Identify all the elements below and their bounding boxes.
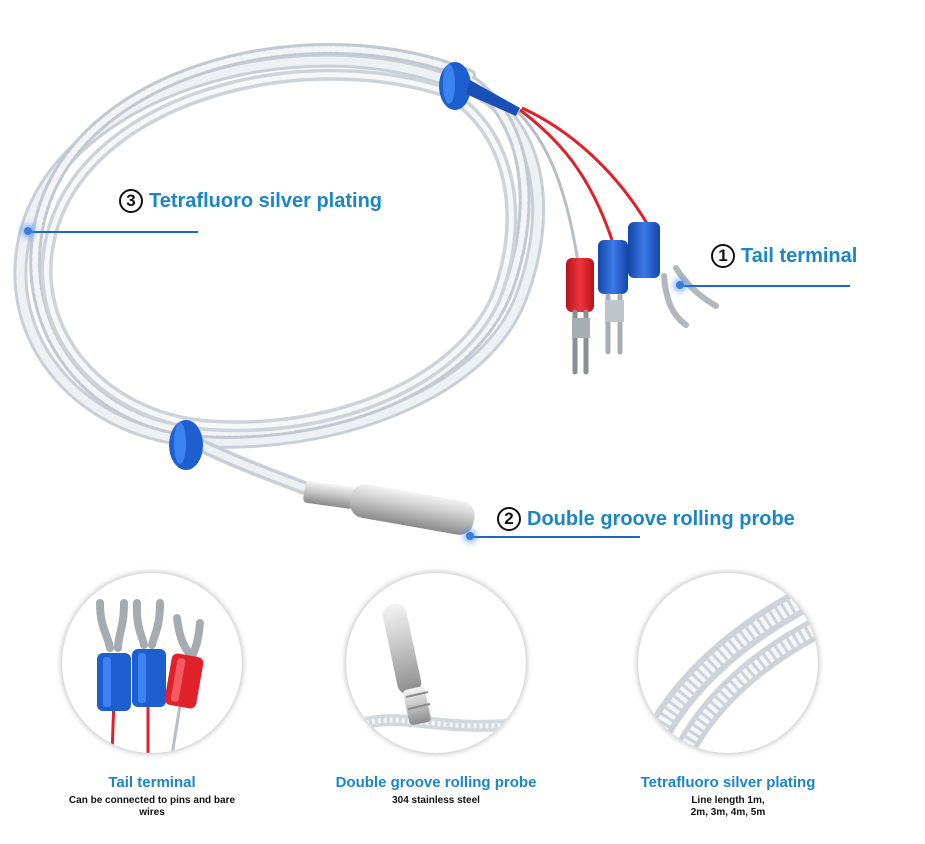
leader-line-2 xyxy=(470,536,640,538)
callout-label-1: Tail terminal xyxy=(741,244,858,267)
callout-tail-terminal: 1 Tail terminal xyxy=(711,244,857,268)
leader-line-3 xyxy=(28,231,198,233)
callout-probe: 2 Double groove rolling probe xyxy=(497,507,795,531)
leader-dot-2 xyxy=(466,532,474,540)
callout-label-2: Double groove rolling probe xyxy=(527,507,795,530)
callout-number-1: 1 xyxy=(711,244,735,268)
leader-line-1 xyxy=(680,285,850,287)
terminal-blue-2 xyxy=(628,222,719,328)
probe-closeup xyxy=(364,603,526,732)
cable-tie-top xyxy=(439,62,520,116)
terminal-red xyxy=(566,258,594,375)
detail-title-probe: Double groove rolling probe xyxy=(335,774,537,791)
leader-dot-3 xyxy=(24,227,32,235)
detail-title-terminal: Tail terminal xyxy=(108,774,196,791)
cable-closeup xyxy=(638,577,818,753)
callout-number-3: 3 xyxy=(119,189,143,213)
detail-subtitle-probe: 304 stainless steel xyxy=(392,795,480,806)
cable-coil xyxy=(13,43,546,497)
detail-circle-probe xyxy=(346,573,526,753)
detail-subtitle-cable: Line length 1m, 2m, 3m, 4m, 5m xyxy=(690,795,766,818)
leader-dot-1 xyxy=(676,281,684,289)
callout-tetrafluoro: 3 Tetrafluoro silver plating xyxy=(119,189,382,213)
lead-wires xyxy=(516,106,650,263)
product-illustration xyxy=(13,43,719,535)
detail-circle-cable xyxy=(638,573,818,753)
cable-tie-bottom xyxy=(169,420,203,470)
probe xyxy=(303,481,475,535)
callout-number-2: 2 xyxy=(497,507,521,531)
terminal-closeup xyxy=(96,599,204,753)
detail-subtitle-terminal: Can be connected to pins and bare wires xyxy=(68,795,236,818)
detail-circle-terminal xyxy=(62,573,242,753)
callout-label-3: Tetrafluoro silver plating xyxy=(149,189,382,212)
detail-title-cable: Tetrafluoro silver plating xyxy=(640,774,816,791)
terminal-blue-1 xyxy=(598,240,628,355)
